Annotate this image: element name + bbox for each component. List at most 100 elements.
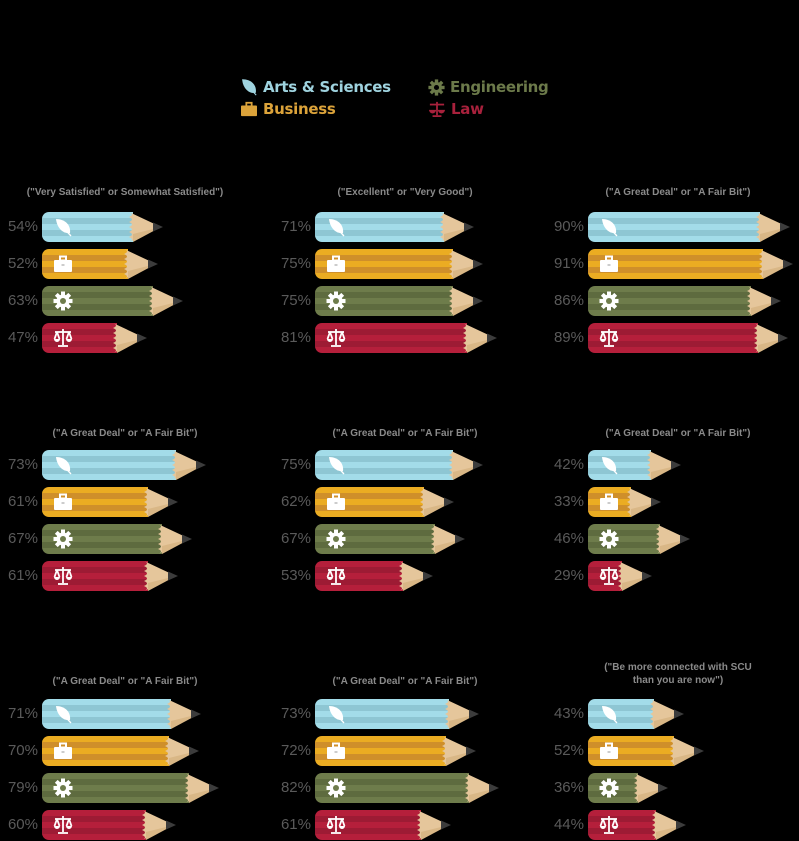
chart-subtitle: ("A Great Deal" or "A Fair Bit") bbox=[605, 428, 751, 439]
scales-icon bbox=[599, 329, 619, 347]
briefcase-icon bbox=[54, 255, 72, 272]
gear-icon bbox=[53, 529, 73, 549]
percent-label: 42% bbox=[553, 456, 584, 473]
pencil-tip bbox=[647, 450, 681, 480]
legend-item-engineering: Engineering bbox=[428, 78, 549, 96]
briefcase-icon bbox=[327, 255, 345, 272]
percent-label: 90% bbox=[553, 218, 584, 235]
percent-label: 91% bbox=[553, 255, 584, 272]
scales-icon bbox=[599, 816, 619, 834]
pencil-tip bbox=[618, 561, 652, 591]
percent-label: 67% bbox=[280, 530, 311, 547]
percent-label: 33% bbox=[553, 493, 584, 510]
leaf-icon bbox=[56, 219, 72, 237]
chart-subtitle: ("Very Satisfied" or Somewhat Satisfied"… bbox=[26, 187, 224, 198]
gear-icon bbox=[599, 291, 619, 311]
pencil-tip bbox=[670, 736, 704, 766]
percent-label: 61% bbox=[7, 493, 38, 510]
pencil-tip bbox=[144, 487, 178, 517]
gear-icon bbox=[428, 78, 445, 96]
pencil-tip bbox=[129, 212, 163, 242]
gear-icon bbox=[326, 291, 346, 311]
pencil-bar-arts bbox=[315, 212, 476, 242]
percent-label: 71% bbox=[7, 705, 38, 722]
pencil-tip bbox=[650, 699, 684, 729]
percent-label: 86% bbox=[553, 292, 584, 309]
percent-label: 61% bbox=[7, 567, 38, 584]
scales-icon bbox=[326, 329, 346, 347]
pencil-tip bbox=[167, 699, 201, 729]
briefcase-icon bbox=[327, 742, 345, 759]
pencil-tip bbox=[449, 249, 483, 279]
leaf-icon bbox=[602, 219, 618, 237]
scales-icon bbox=[326, 816, 346, 834]
percent-label: 43% bbox=[553, 705, 584, 722]
legend-item-business: Business bbox=[240, 100, 336, 118]
pencil-bar-business bbox=[315, 249, 485, 279]
leaf-icon bbox=[329, 457, 345, 475]
pencil-bar-engineering bbox=[588, 773, 670, 803]
pencil-bar-business bbox=[588, 249, 795, 279]
percent-label: 53% bbox=[280, 567, 311, 584]
pencil-tip bbox=[399, 561, 433, 591]
pencil-bar-law bbox=[315, 810, 453, 840]
percent-label: 29% bbox=[553, 567, 584, 584]
percent-label: 70% bbox=[7, 742, 38, 759]
pencil-tip bbox=[756, 212, 790, 242]
percent-label: 67% bbox=[7, 530, 38, 547]
pencil-tip bbox=[627, 487, 661, 517]
pencil-tip bbox=[759, 249, 793, 279]
pencil-tip bbox=[113, 323, 147, 353]
leaf-icon bbox=[56, 457, 72, 475]
pencil-bar-law bbox=[42, 561, 180, 591]
briefcase-icon bbox=[54, 742, 72, 759]
pencil-bar-business bbox=[42, 487, 180, 517]
percent-label: 46% bbox=[553, 530, 584, 547]
pencil-tip bbox=[754, 323, 788, 353]
chart-subtitle: ("A Great Deal" or "A Fair Bit") bbox=[332, 676, 478, 687]
percent-label: 72% bbox=[280, 742, 311, 759]
scales-icon bbox=[53, 567, 73, 585]
legend: Arts & Sciences Business Engineering Law bbox=[240, 78, 580, 122]
pencil-tip bbox=[634, 773, 668, 803]
legend-label-business: Business bbox=[263, 100, 336, 118]
pencil-tip bbox=[463, 323, 497, 353]
gear-icon bbox=[326, 778, 346, 798]
briefcase-icon bbox=[54, 493, 72, 510]
pencil-tip bbox=[656, 524, 690, 554]
pencil-bar-arts bbox=[588, 699, 686, 729]
pencil-bar-engineering bbox=[315, 286, 485, 316]
percent-label: 62% bbox=[280, 493, 311, 510]
pencil-bar-business bbox=[588, 487, 663, 517]
legend-label-engineering: Engineering bbox=[450, 78, 549, 96]
scales-icon bbox=[326, 567, 346, 585]
pencil-bar-business bbox=[588, 736, 706, 766]
legend-item-law: Law bbox=[428, 100, 484, 118]
pencil-bar-arts bbox=[588, 212, 792, 242]
pencil-bar-arts bbox=[42, 699, 203, 729]
pencil-bar-arts bbox=[315, 450, 485, 480]
pencil-bar-business bbox=[42, 249, 160, 279]
leaf-icon bbox=[329, 706, 345, 724]
chart-subtitle: ("A Great Deal" or "A Fair Bit") bbox=[52, 428, 198, 439]
scales-icon bbox=[599, 567, 619, 585]
gear-icon bbox=[599, 778, 619, 798]
legend-label-law: Law bbox=[451, 100, 484, 118]
pencil-tip bbox=[442, 736, 476, 766]
pencil-tip bbox=[149, 286, 183, 316]
pencil-bar-law bbox=[588, 561, 654, 591]
briefcase-icon bbox=[600, 255, 618, 272]
chart-subtitle: ("A Great Deal" or "A Fair Bit") bbox=[332, 428, 478, 439]
leaf-icon bbox=[602, 706, 618, 724]
pencil-tip bbox=[417, 810, 451, 840]
chart-subtitle: ("Be more connected with SCU than you ar… bbox=[604, 662, 752, 686]
percent-label: 61% bbox=[280, 816, 311, 833]
percent-label: 82% bbox=[280, 779, 311, 796]
gear-icon bbox=[326, 529, 346, 549]
pencil-bar-law bbox=[315, 561, 435, 591]
percent-label: 36% bbox=[553, 779, 584, 796]
pencil-bar-arts bbox=[588, 450, 683, 480]
pencil-bar-law bbox=[315, 323, 499, 353]
pencil-bar-engineering bbox=[315, 773, 501, 803]
legend-label-arts: Arts & Sciences bbox=[263, 78, 391, 96]
